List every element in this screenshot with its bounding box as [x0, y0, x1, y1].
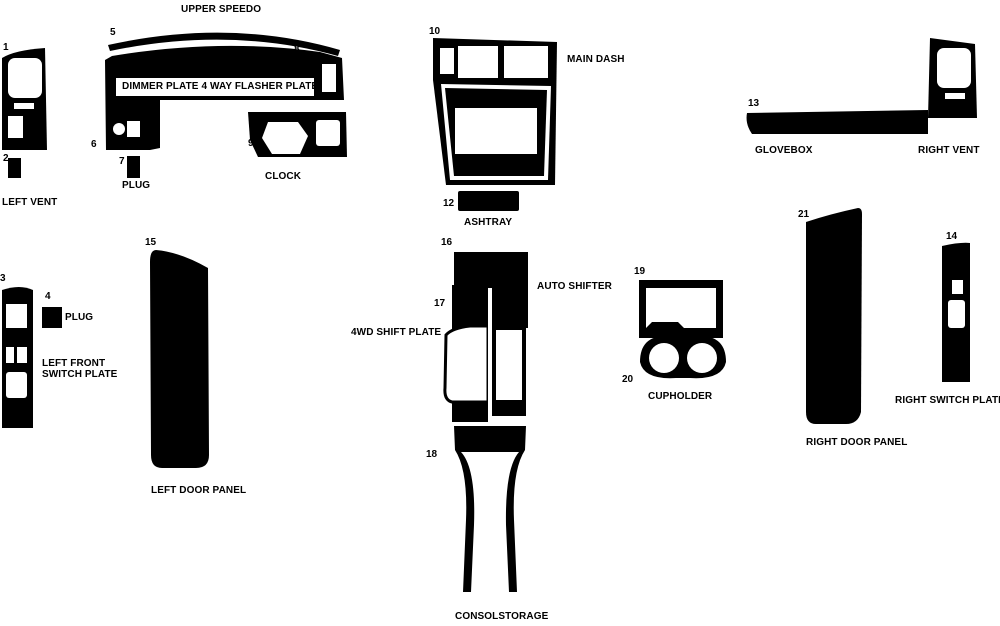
part-15-left-door-panel [150, 250, 209, 468]
label-ashtray: ASHTRAY [464, 217, 513, 228]
number-11: 11 [457, 95, 468, 106]
number-14: 14 [946, 231, 958, 242]
part-10-top-cutout-right [504, 46, 548, 78]
part-12-ashtray [458, 191, 519, 211]
part-1-switch-cutout [8, 116, 23, 138]
part-3-cutout-4 [6, 372, 27, 398]
part-17-cutout [454, 291, 488, 333]
part-6-switch-cutout [127, 121, 140, 137]
part-17-window [443, 324, 490, 404]
number-1: 1 [3, 42, 9, 53]
part-6-8-dimmer-flasher-plate [105, 45, 344, 150]
label-main-dash: MAIN DASH [567, 54, 625, 65]
part-2 [8, 158, 21, 178]
label-left-vent: LEFT VENT [2, 197, 58, 208]
number-19: 19 [634, 266, 646, 277]
label-dimmer-flasher: DIMMER PLATE 4 WAY FLASHER PLATE [122, 81, 319, 92]
number-5: 5 [110, 27, 116, 38]
label-clock: CLOCK [265, 171, 302, 182]
number-17: 17 [434, 298, 446, 309]
label-left-front: LEFT FRONT [42, 358, 106, 369]
number-12: 12 [443, 198, 455, 209]
part-11-radio-cutout [455, 108, 537, 154]
part-3-cutout-2 [6, 347, 14, 363]
part-3-cutout-1 [6, 304, 27, 328]
number-6: 6 [91, 139, 97, 150]
part-1-vent-cutout [8, 58, 42, 98]
right-vent-slot [945, 93, 965, 99]
label-switch-plate: SWITCH PLATE [42, 369, 118, 380]
part-13-glovebox [746, 110, 928, 134]
label-4wd-shift-plate: 4WD SHIFT PLATE [351, 327, 442, 338]
label-consolstorage: CONSOLSTORAGE [455, 611, 549, 622]
number-18: 18 [426, 449, 438, 460]
label-radio: RADIO [476, 96, 509, 107]
part-7-plug [127, 156, 140, 178]
part-8-cutout [322, 64, 336, 92]
number-10: 10 [429, 26, 441, 37]
clock-cutout [262, 122, 308, 154]
number-2: 2 [3, 153, 9, 164]
label-glovebox: GLOVEBOX [755, 145, 813, 156]
number-20: 20 [622, 374, 634, 385]
number-3: 3 [0, 273, 6, 284]
number-7: 7 [119, 156, 125, 167]
label-right-switch-plate: RIGHT SWITCH PLATE [895, 395, 1000, 406]
right-vent-cutout [937, 48, 971, 88]
part-5-upper-speedo [108, 32, 340, 56]
label-right-door-panel: RIGHT DOOR PANEL [806, 437, 908, 448]
part-21-right-door-panel [806, 208, 862, 424]
part-10-top-cutout-mid [458, 46, 498, 78]
number-4: 4 [45, 291, 51, 302]
part-6-knob-cutout [113, 123, 125, 135]
label-right-vent: RIGHT VENT [918, 145, 980, 156]
label-left-door-panel: LEFT DOOR PANEL [151, 485, 247, 496]
clock-side-cutout [316, 120, 340, 146]
shift-plate-divider [488, 288, 492, 422]
label-plug-7: PLUG [122, 180, 151, 191]
number-15: 15 [145, 237, 157, 248]
part-4-plug [42, 307, 62, 328]
number-9: 9 [248, 138, 254, 149]
part-14-cutout-2 [948, 300, 965, 328]
part-16-lower-cutout [496, 330, 522, 400]
number-8: 8 [294, 44, 300, 55]
dimmer-label-band [116, 78, 314, 96]
part-18-console-storage [454, 426, 526, 592]
number-16: 16 [441, 237, 453, 248]
part-1-slot-cutout [14, 103, 34, 109]
part-14-cutout-1 [952, 280, 963, 294]
number-21: 21 [798, 209, 810, 220]
label-upper-speedo: UPPER SPEEDO [181, 4, 262, 15]
label-cupholder: CUPHOLDER [648, 391, 713, 402]
part-11-radio-cutout-top [455, 96, 537, 108]
number-13: 13 [748, 98, 760, 109]
cup-ring-left [649, 343, 679, 373]
part-3-cutout-3 [17, 347, 27, 363]
part-10-top-cutout-left [440, 48, 454, 74]
label-plug-4: PLUG [65, 312, 94, 323]
cup-ring-right [687, 343, 717, 373]
part-19-cutout [646, 288, 716, 328]
label-auto-shifter: AUTO SHIFTER [537, 281, 612, 292]
